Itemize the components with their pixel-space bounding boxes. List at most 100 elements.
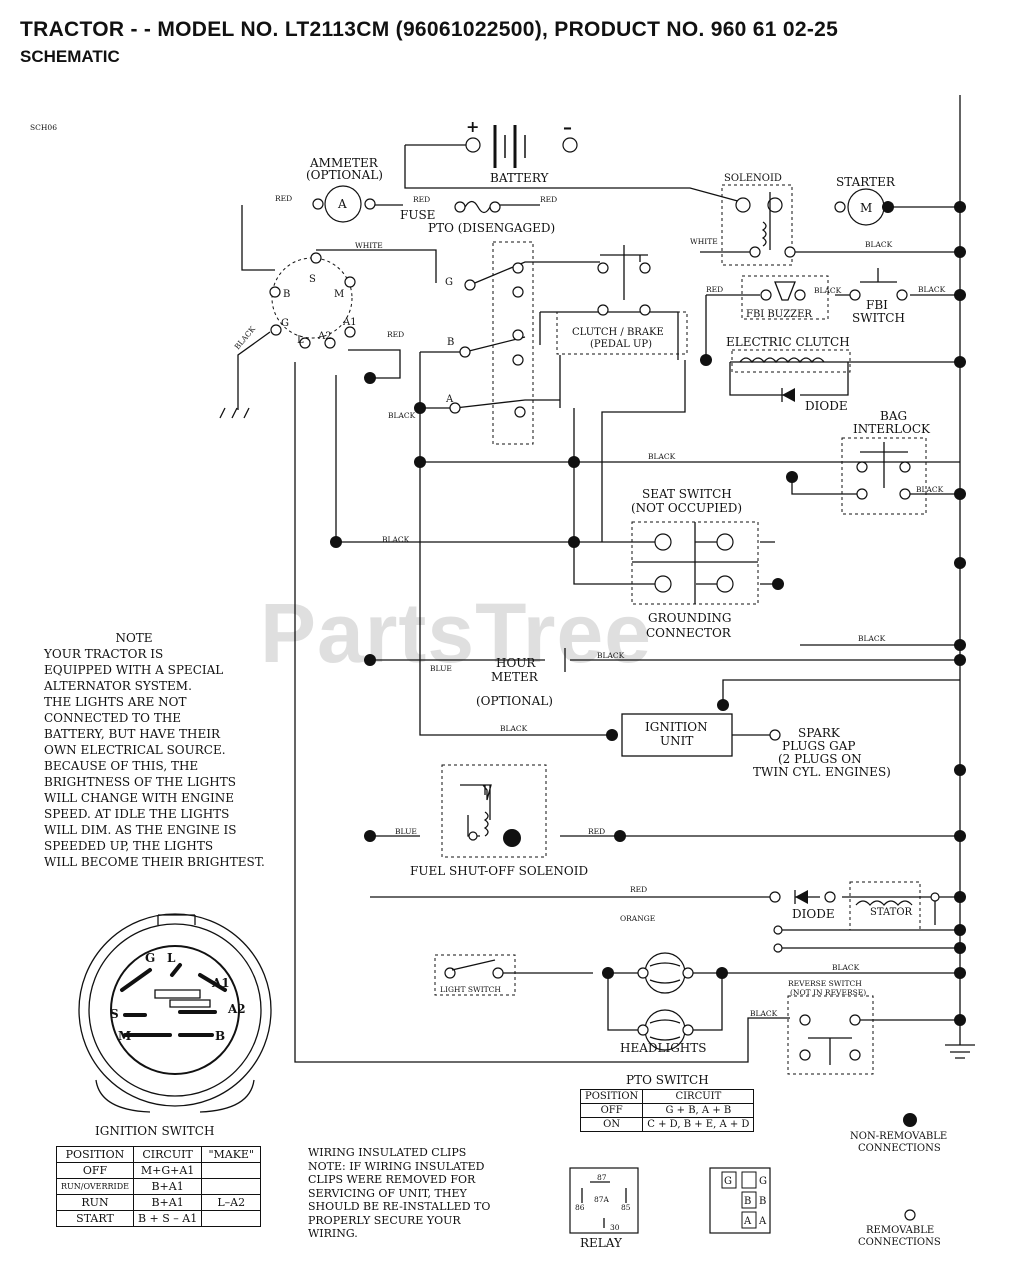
solenoid: SOLENOID WHITE BLACK [690,173,893,266]
note-line: WILL CHANGE WITH ENGINE [44,791,235,805]
svg-text:REVERSE SWITCH: REVERSE SWITCH [788,979,862,988]
clips-line: NOTE: IF WIRING INSULATED [308,1159,485,1173]
svg-text:(NOT OCCUPIED): (NOT OCCUPIED) [631,501,742,515]
svg-text:A: A [758,1216,767,1227]
svg-text:CONNECTIONS: CONNECTIONS [858,1237,941,1248]
svg-text:L: L [297,335,304,346]
ign-table-cell: START [56,1210,134,1227]
ign-table-header: POSITION [56,1146,134,1163]
clips-line: SHOULD BE RE-INSTALLED TO [308,1200,491,1213]
ammeter: A AMMETER (OPTIONAL) RED [275,156,383,223]
svg-text:BLACK: BLACK [750,1009,778,1018]
ignition-switch-terminals: B S M G L A2 A1 WHITE BLACK [219,241,383,419]
ign-table-cell: M+G+A1 [132,1162,203,1179]
svg-text:B: B [759,1196,766,1207]
note-line: CONNECTED TO THE [44,711,182,725]
ign-table-cell: OFF [56,1162,134,1179]
svg-text:A: A [743,1216,752,1227]
schematic-code: SCH06 [30,123,57,132]
seat-switch: SEAT SWITCH (NOT OCCUPIED) GROUNDING CON… [382,487,886,643]
pto-table-cell: ON [579,1117,644,1132]
ign-table-cell [201,1178,262,1195]
svg-text:IGNITION SWITCH: IGNITION SWITCH [95,1124,214,1138]
svg-text:REMOVABLE: REMOVABLE [866,1225,934,1236]
connection-dots [330,201,966,1026]
svg-text:CONNECTIONS: CONNECTIONS [858,1143,941,1154]
ignition-position-table: POSITION CIRCUIT "MAKE" OFF M+G+A1 RUN/O… [56,1146,262,1227]
svg-text:STATOR: STATOR [870,907,913,918]
ign-table-cell: L–A2 [201,1194,262,1211]
clips-line: WIRING. [308,1227,358,1240]
ign-table-cell [201,1210,262,1227]
svg-text:BLACK: BLACK [858,634,886,643]
ign-table-cell: B+A1 [132,1194,203,1211]
battery-minus: – [563,117,572,138]
svg-text:PTO (DISENGAGED): PTO (DISENGAGED) [428,221,555,235]
electric-clutch: ELECTRIC CLUTCH DIODE [726,335,851,413]
svg-text:RED: RED [630,885,647,894]
stator: DIODE STATOR RED ORANGE [620,881,940,953]
battery-label: BATTERY [490,171,549,185]
clips-line: PROPERLY SECURE YOUR [308,1213,461,1227]
svg-text:METER: METER [491,670,539,684]
svg-text:CONNECTOR: CONNECTOR [646,626,732,640]
clips-line: SERVICING OF UNIT, THEY [308,1186,467,1200]
svg-text:87A: 87A [594,1195,610,1204]
watermark: PartsTree [260,586,652,680]
ign-table-cell: B + S – A1 [132,1210,203,1227]
svg-text:87: 87 [597,1173,607,1182]
svg-text:DIODE: DIODE [792,907,835,921]
svg-text:BLUE: BLUE [430,664,452,673]
svg-text:(2 PLUGS ON: (2 PLUGS ON [778,752,862,766]
svg-text:NON-REMOVABLE: NON-REMOVABLE [850,1131,947,1142]
svg-text:86: 86 [575,1203,585,1212]
pto-switch-table-title: PTO SWITCH [626,1073,709,1087]
svg-text:ELECTRIC CLUTCH: ELECTRIC CLUTCH [726,335,850,349]
svg-text:M: M [334,289,344,300]
pto-table-cell: C + D, B + E, A + D [642,1117,755,1132]
ign-table-cell [201,1162,262,1179]
note-line: SPEEDED UP, THE LIGHTS [44,839,214,853]
svg-text:FBI BUZZER: FBI BUZZER [746,309,812,320]
wiring-clips-note: WIRING INSULATED CLIPS NOTE: IF WIRING I… [308,1146,528,1241]
svg-text:AMMETER: AMMETER [309,156,379,170]
svg-text:ORANGE: ORANGE [620,914,655,923]
svg-text:(NOT IN REVERSE): (NOT IN REVERSE) [790,988,866,997]
pto-table-cell: OFF [579,1103,644,1118]
svg-text:SWITCH: SWITCH [852,311,905,325]
svg-text:FUEL SHUT-OFF SOLENOID: FUEL SHUT-OFF SOLENOID [410,864,588,878]
svg-text:L: L [167,951,176,965]
svg-text:BLACK: BLACK [382,535,410,544]
svg-text:DIODE: DIODE [805,399,848,413]
svg-text:A2: A2 [227,1002,246,1016]
fbi-buzzer: FBI BUZZER RED BLACK [706,275,842,320]
svg-text:WHITE: WHITE [355,241,383,250]
note-line: BRIGHTNESS OF THE LIGHTS [44,775,236,789]
svg-text:BLACK: BLACK [814,286,842,295]
pto-connector: G G B B A A [709,1167,771,1234]
svg-text:(OPTIONAL): (OPTIONAL) [476,694,553,708]
svg-text:WHITE: WHITE [690,237,718,246]
svg-text:RELAY: RELAY [580,1236,623,1250]
svg-text:UNIT: UNIT [660,734,693,748]
svg-text:HEADLIGHTS: HEADLIGHTS [620,1041,707,1055]
svg-text:G: G [281,318,289,329]
svg-text:M: M [118,1029,131,1043]
svg-text:BLACK: BLACK [388,411,416,420]
svg-text:GROUNDING: GROUNDING [648,611,732,625]
svg-text:G: G [724,1176,732,1187]
note-line: ALTERNATOR SYSTEM. [44,679,192,693]
battery: + – BATTERY [465,117,578,185]
svg-text:BLUE: BLUE [395,827,417,836]
legend: NON-REMOVABLE CONNECTIONS REMOVABLE CONN… [850,1113,947,1248]
svg-text:SPARK: SPARK [798,726,841,740]
svg-text:PLUGS GAP: PLUGS GAP [782,739,855,753]
svg-text:BLACK: BLACK [832,963,860,972]
clips-line: CLIPS WERE REMOVED FOR [308,1173,476,1186]
page-subtitle: SCHEMATIC [20,47,120,66]
headlights: HEADLIGHTS BLACK [620,952,860,1055]
pto-table-header: POSITION [579,1089,644,1104]
note-line: SPEED. AT IDLE THE LIGHTS [44,807,230,821]
svg-text:G: G [145,951,155,965]
